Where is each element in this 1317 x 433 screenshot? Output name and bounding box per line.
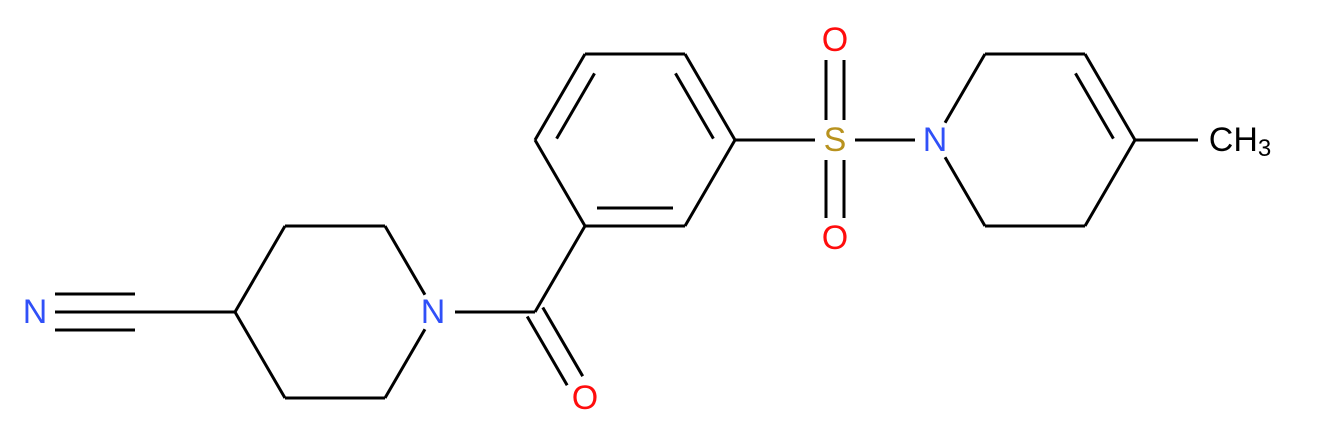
ring-double-bond-inner — [674, 72, 715, 140]
single-bond — [383, 328, 427, 399]
ring-double-bond-inner — [1074, 72, 1115, 140]
bonds — [55, 52, 1198, 400]
single-bond — [533, 225, 587, 313]
double-bond — [525, 315, 569, 386]
atom-methyl: CH3 — [1209, 121, 1271, 162]
ring-double-bond-outer — [683, 53, 737, 141]
single-bond — [233, 225, 287, 313]
methyl-ch: CH — [1209, 121, 1258, 159]
double-bond — [541, 306, 585, 377]
single-bond — [943, 156, 987, 227]
single-bond — [1083, 139, 1137, 227]
atom-nitrile-n: N — [23, 293, 48, 331]
single-bond — [943, 53, 987, 124]
methyl-subscript: 3 — [1258, 135, 1271, 162]
single-bond — [383, 225, 427, 296]
atom-sulfonyl-o-bottom: O — [822, 219, 848, 257]
atom-carbonyl-o: O — [572, 379, 598, 417]
ring-double-bond-outer — [533, 53, 587, 141]
single-bond — [683, 139, 737, 227]
single-bond — [533, 139, 587, 227]
atom-sulfonyl-o-top: O — [822, 21, 848, 59]
ring-double-bond-outer — [1083, 53, 1137, 141]
atom-piperidine-n: N — [421, 293, 446, 331]
atom-labels: N N O S O O N CH3 — [23, 21, 1272, 417]
ring-double-bond-inner — [555, 72, 596, 140]
atom-tetrahydropyridine-n: N — [923, 121, 948, 159]
single-bond — [233, 311, 287, 399]
atom-sulfur: S — [824, 121, 847, 159]
